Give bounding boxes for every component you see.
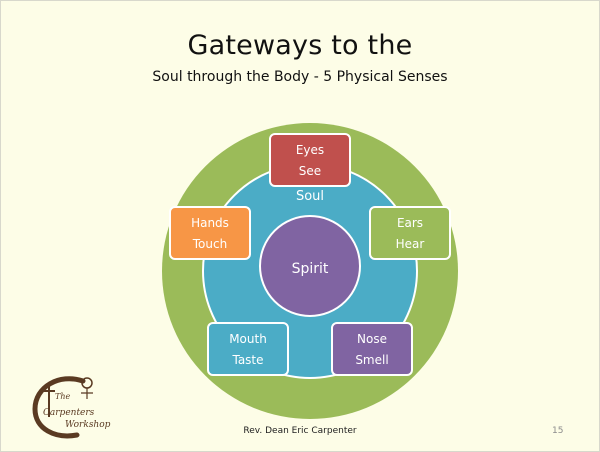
carpenters-workshop-logo: The Carpenters Workshop xyxy=(32,376,111,439)
sense-box-eyes-action: See xyxy=(299,164,321,178)
slide-title: Gateways to the xyxy=(187,30,413,61)
logo-text-carpenters: Carpenters xyxy=(43,408,95,418)
sense-box-nose-background xyxy=(331,322,413,376)
logo-text-workshop: Workshop xyxy=(65,420,111,430)
sense-box-ears-action: Hear xyxy=(396,237,425,251)
sense-box-hands-action: Touch xyxy=(192,237,227,251)
slide-subtitle: Soul through the Body - 5 Physical Sense… xyxy=(152,69,448,85)
sense-box-nose-organ: Nose xyxy=(357,332,387,346)
sense-box-nose-action: Smell xyxy=(355,353,388,367)
sense-box-eyes-background xyxy=(269,133,351,187)
spirit-label: Spirit xyxy=(292,261,329,277)
page-number: 15 xyxy=(552,426,564,436)
spirit-circle xyxy=(259,215,361,317)
sense-box-ears-organ: Ears xyxy=(397,216,423,230)
sense-box-hands-organ: Hands xyxy=(191,216,229,230)
sense-box-mouth-background xyxy=(207,322,289,376)
soul-label: Soul xyxy=(296,189,324,204)
sense-box-ears-background xyxy=(369,206,451,260)
footer-author: Rev. Dean Eric Carpenter xyxy=(243,426,357,436)
logo-text-the: The xyxy=(55,392,70,401)
sense-box-mouth-organ: Mouth xyxy=(229,332,267,346)
sense-box-eyes-organ: Eyes xyxy=(296,143,324,157)
sense-box-hands-background xyxy=(169,206,251,260)
sense-box-mouth-action: Taste xyxy=(231,353,263,367)
